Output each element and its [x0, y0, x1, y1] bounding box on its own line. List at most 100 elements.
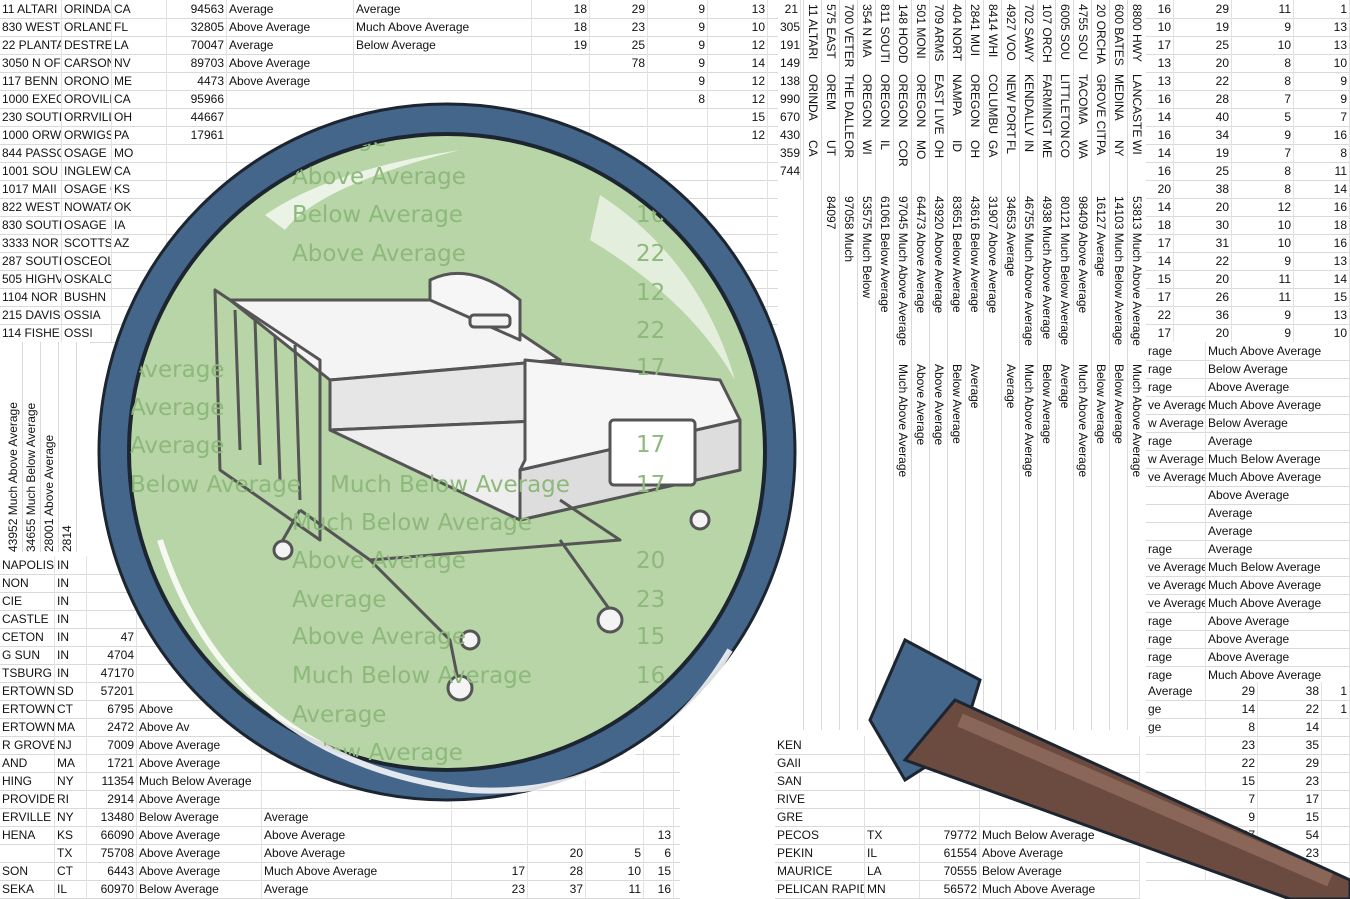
- table-cell: [452, 844, 528, 862]
- table-cell: 38: [1258, 682, 1322, 700]
- table-cell: 20: [528, 844, 586, 862]
- table-cell: 215 DAVIS: [2, 306, 62, 324]
- rotated-cell: 43616 Below Average: [968, 196, 982, 313]
- zip-cell: 21: [778, 0, 801, 18]
- table-cell: 32805: [167, 18, 227, 36]
- table-cell: [354, 90, 532, 108]
- table-cell: ERTOWN: [2, 718, 55, 736]
- table-cell: 9: [648, 36, 708, 54]
- table-cell: 54: [1258, 826, 1322, 844]
- table-cell: 40: [1174, 108, 1232, 126]
- table-cell: [708, 252, 768, 270]
- table-cell: 18: [1146, 216, 1174, 234]
- table-cell: 35: [1258, 736, 1322, 754]
- table-cell: 4473: [167, 72, 227, 90]
- hospital-bed-icon: [213, 271, 742, 702]
- table-cell: [532, 72, 590, 90]
- table-cell: AND: [0, 754, 55, 772]
- table-cell: 56572: [920, 880, 980, 898]
- table-cell: 830 SOUTI: [2, 216, 62, 234]
- table-cell: 117 BENN: [0, 72, 62, 90]
- table-cell: Average: [354, 0, 532, 18]
- table-cell: ERVILLE: [0, 808, 55, 826]
- table-cell: MO: [112, 144, 167, 162]
- table-row: PROVIDENRI2914Above Average: [0, 790, 680, 809]
- table-cell: [586, 772, 644, 790]
- table-cell: 17: [1258, 790, 1322, 808]
- table-cell: 8: [1232, 162, 1294, 180]
- table-cell: 79772: [920, 826, 980, 844]
- rotated-cell: 6005 SOU: [1058, 4, 1072, 61]
- table-cell: ORLANDO: [62, 18, 112, 36]
- table-cell: IN: [55, 628, 87, 646]
- table-cell: 1721: [87, 754, 137, 772]
- table-cell: 44667: [167, 108, 227, 126]
- table-cell: 9: [648, 54, 708, 72]
- table-cell: [648, 126, 708, 144]
- table-cell: OH: [112, 108, 167, 126]
- table-cell: KS: [112, 180, 167, 198]
- table-cell: Average: [227, 0, 354, 18]
- table-cell: Much Above Average: [262, 862, 452, 880]
- rotated-cell: MEDINA: [1112, 74, 1126, 121]
- table-cell: 22: [1146, 306, 1174, 324]
- table-cell: IN: [55, 646, 87, 664]
- table-cell: 29: [1174, 0, 1232, 18]
- rotated-cell: NAMPA: [950, 74, 964, 116]
- table-cell: 14: [708, 54, 768, 72]
- table-cell: 15: [1258, 808, 1322, 826]
- table-cell: [354, 72, 532, 90]
- rotated-cell: PA: [1094, 140, 1108, 156]
- table-cell: CARSON C: [64, 54, 112, 72]
- rotated-cell: ID: [950, 140, 964, 152]
- table-cell: ERTOWN: [2, 682, 55, 700]
- table-cell: Average: [262, 808, 452, 826]
- table-row: GRE: [775, 808, 1140, 827]
- rotated-cell: OREGON: [878, 74, 892, 128]
- table-cell: 10: [1232, 36, 1294, 54]
- magnified-rating: Below Average: [130, 472, 301, 498]
- table-cell: 3050 N OF: [2, 54, 62, 72]
- table-cell: CIE: [0, 592, 55, 610]
- magnifier-handle: [868, 637, 1350, 899]
- table-cell: [586, 808, 644, 826]
- table-cell: IN: [55, 556, 87, 574]
- rotated-cell: Above Average: [914, 364, 928, 446]
- rotated-cell: 53575 Much Below: [860, 196, 874, 299]
- table-cell: 70555: [920, 862, 980, 880]
- rotated-cell: 64473 Above Average: [914, 196, 928, 314]
- table-cell: 31: [1174, 234, 1232, 252]
- table-cell: KS: [55, 826, 87, 844]
- rotated-cell: OREGON: [914, 74, 928, 128]
- table-cell: 10: [1232, 216, 1294, 234]
- table-cell: HENA: [0, 826, 55, 844]
- table-cell: PEKIN: [775, 844, 865, 862]
- table-cell: 8: [1206, 718, 1258, 736]
- table-cell: [586, 790, 644, 808]
- rotated-cell: COR: [896, 140, 910, 167]
- rotated-cell: Much Above Average: [1130, 364, 1144, 478]
- table-cell: [708, 144, 768, 162]
- table-cell: 25: [1174, 36, 1232, 54]
- rotated-cell: 148 HOOD: [896, 4, 910, 64]
- table-cell: 23: [452, 880, 528, 898]
- rotated-cell: 8414 WHI: [986, 4, 1000, 58]
- table-cell: ORINDA: [64, 0, 112, 18]
- table-cell: Above Average: [262, 844, 452, 862]
- rotated-cell: OREM: [824, 74, 838, 110]
- table-cell: [920, 808, 980, 826]
- table-cell: [1146, 862, 1206, 880]
- rotated-cell: GROVE CIT: [1094, 74, 1108, 141]
- table-cell: rage: [1146, 630, 1206, 648]
